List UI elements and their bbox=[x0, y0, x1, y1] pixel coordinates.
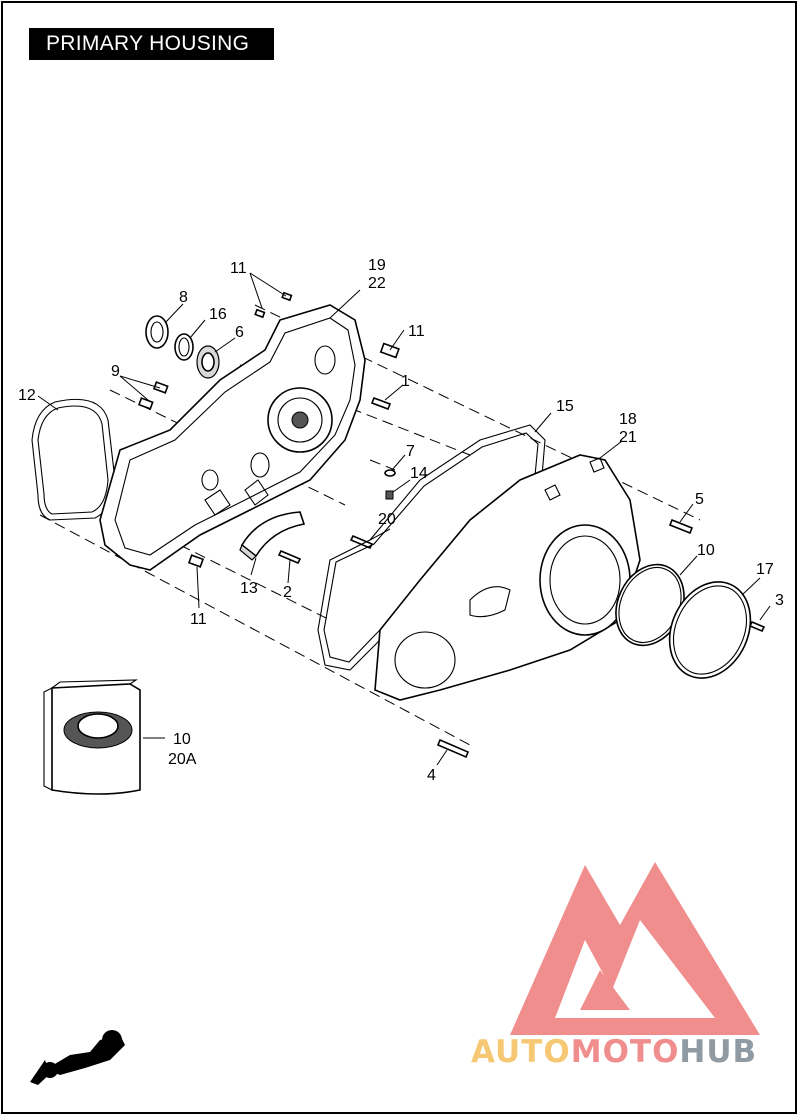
derby-cover-17 bbox=[668, 581, 752, 679]
callout-22: 22 bbox=[368, 275, 386, 292]
callout-1: 1 bbox=[401, 373, 410, 390]
seal-8 bbox=[145, 315, 169, 349]
callout-18: 18 bbox=[619, 411, 637, 428]
parts-kit-box bbox=[43, 679, 141, 795]
page-title: PRIMARY HOUSING bbox=[29, 28, 274, 60]
callout-20A: 20A bbox=[168, 751, 197, 768]
motorcycle-direction-icon bbox=[30, 1030, 125, 1085]
callout-16: 16 bbox=[209, 306, 227, 323]
callout-11-bottom: 11 bbox=[190, 611, 207, 628]
callout-10-ring: 10 bbox=[697, 542, 715, 559]
callout-11-right: 11 bbox=[408, 323, 425, 340]
brand-auto: AUTO bbox=[471, 1034, 571, 1070]
gasket-12 bbox=[31, 398, 116, 521]
callout-15: 15 bbox=[556, 398, 574, 415]
watermark-brand-text: AUTOMOTOHUB bbox=[471, 1034, 757, 1070]
outer-primary-cover bbox=[374, 454, 641, 701]
callout-3: 3 bbox=[775, 592, 784, 609]
inner-primary-housing bbox=[99, 304, 366, 571]
callout-13: 13 bbox=[240, 580, 258, 597]
callout-7: 7 bbox=[406, 443, 415, 460]
callout-12: 12 bbox=[18, 387, 36, 404]
callout-8: 8 bbox=[179, 289, 188, 306]
callout-19: 19 bbox=[368, 257, 386, 274]
callout-17: 17 bbox=[756, 561, 774, 578]
dowel-pins bbox=[137, 291, 400, 568]
bearing-6 bbox=[196, 345, 220, 379]
bolts bbox=[277, 396, 766, 759]
callout-9: 9 bbox=[111, 363, 120, 380]
callout-21: 21 bbox=[619, 429, 637, 446]
callout-6: 6 bbox=[235, 324, 244, 341]
brand-moto: MOTO bbox=[570, 1034, 680, 1070]
chain-adjuster-13 bbox=[239, 511, 306, 561]
callout-5: 5 bbox=[695, 491, 704, 508]
part-callouts: 11 19 22 8 16 6 11 9 1 12 15 18 21 7 14 … bbox=[18, 257, 784, 784]
callout-11-top: 11 bbox=[230, 260, 247, 277]
brand-hub: HUB bbox=[679, 1034, 758, 1070]
callout-14: 14 bbox=[410, 465, 428, 482]
callout-10-kit: 10 bbox=[173, 731, 191, 748]
retaining-ring-16 bbox=[174, 333, 194, 361]
callout-20: 20 bbox=[378, 511, 396, 528]
callout-4: 4 bbox=[427, 767, 436, 784]
callout-2: 2 bbox=[283, 584, 292, 601]
leader-lines bbox=[37, 272, 771, 766]
watermark-logo-icon bbox=[510, 862, 760, 1035]
